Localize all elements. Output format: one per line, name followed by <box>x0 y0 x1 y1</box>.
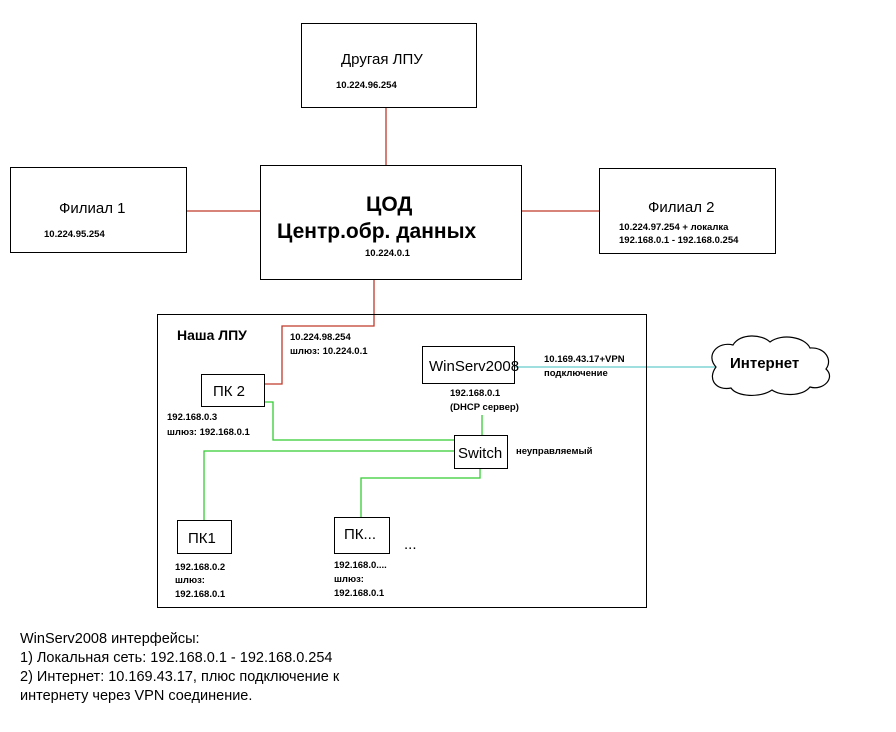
other-lpu-title: Другая ЛПУ <box>341 51 423 68</box>
datacenter-node: ЦОД Центр.обр. данных 10.224.0.1 <box>260 165 522 280</box>
switch-title: Switch <box>458 445 503 462</box>
pc1-ip: 192.168.0.2 <box>175 562 226 573</box>
datacenter-title: ЦОД <box>366 193 413 216</box>
notes-line-4: интернету через VPN соединение. <box>20 688 253 704</box>
branch2-node: Филиал 2 10.224.97.254 + локалка 192.168… <box>599 168 776 254</box>
pc1-gateway-label: шлюз: <box>175 575 205 586</box>
pc2-node: ПК 2 <box>201 374 265 407</box>
pc1-node: ПК1 <box>177 520 232 554</box>
winserv-node: WinServ2008 <box>422 346 519 384</box>
pc2-wan-ip: 10.224.98.254 <box>290 332 351 343</box>
winserv-ip: 192.168.0.1 <box>450 388 501 399</box>
datacenter-ip: 10.224.0.1 <box>365 248 410 259</box>
pcn-gateway-label: шлюз: <box>334 574 364 585</box>
other-lpu-ip: 10.224.96.254 <box>336 80 397 91</box>
pcn-node: ПК... <box>334 517 390 554</box>
branch1-ip: 10.224.95.254 <box>44 229 105 240</box>
pcn-gateway: 192.168.0.1 <box>334 588 385 599</box>
pcn-ip: 192.168.0.... <box>334 560 387 571</box>
link-datacenter-pc2 <box>264 280 375 385</box>
switch-note: неуправляемый <box>516 446 593 457</box>
winserv-interfaces-notes: WinServ2008 интерфейсы: 1) Локальная сет… <box>20 630 339 706</box>
our-lpu-title: Наша ЛПУ <box>177 327 247 343</box>
branch2-title: Филиал 2 <box>648 199 715 216</box>
switch-node: Switch <box>454 435 508 469</box>
notes-line-2: 1) Локальная сеть: 192.168.0.1 - 192.168… <box>20 650 333 666</box>
link-pc2-switch <box>264 401 455 441</box>
pc2-wan-gateway: шлюз: 10.224.0.1 <box>290 346 368 357</box>
link-switch-pcn <box>360 469 481 517</box>
pcn-title: ПК... <box>344 526 377 543</box>
winserv-external-note: подключение <box>544 368 608 379</box>
internet-title: Интернет <box>730 355 800 372</box>
our-lpu-container: Наша ЛПУ <box>157 314 647 608</box>
winserv-title: WinServ2008 <box>429 358 520 375</box>
pc2-lan-gateway: шлюз: 192.168.0.1 <box>167 427 250 438</box>
branch2-ip-line1: 10.224.97.254 + локалка <box>619 222 729 233</box>
link-switch-pc1 <box>203 450 455 521</box>
notes-line-3: 2) Интернет: 10.169.43.17, плюс подключе… <box>20 669 340 685</box>
pc1-gateway: 192.168.0.1 <box>175 589 226 600</box>
other-lpu-node: Другая ЛПУ 10.224.96.254 <box>301 23 477 108</box>
internet-cloud-shape <box>711 335 831 396</box>
branch2-ip-line2: 192.168.0.1 - 192.168.0.254 <box>619 235 739 246</box>
pc1-title: ПК1 <box>188 530 216 547</box>
branch1-node: Филиал 1 10.224.95.254 <box>10 167 187 253</box>
more-pcs-ellipsis: ... <box>404 536 417 553</box>
pc2-title: ПК 2 <box>213 383 246 400</box>
datacenter-subtitle: Центр.обр. данных <box>277 220 477 243</box>
notes-line-1: WinServ2008 интерфейсы: <box>20 631 200 647</box>
pc2-lan-ip: 192.168.0.3 <box>167 412 218 423</box>
branch1-title: Филиал 1 <box>59 200 126 217</box>
winserv-external-ip: 10.169.43.17+VPN <box>544 354 625 365</box>
winserv-role: (DHCP сервер) <box>450 402 519 413</box>
